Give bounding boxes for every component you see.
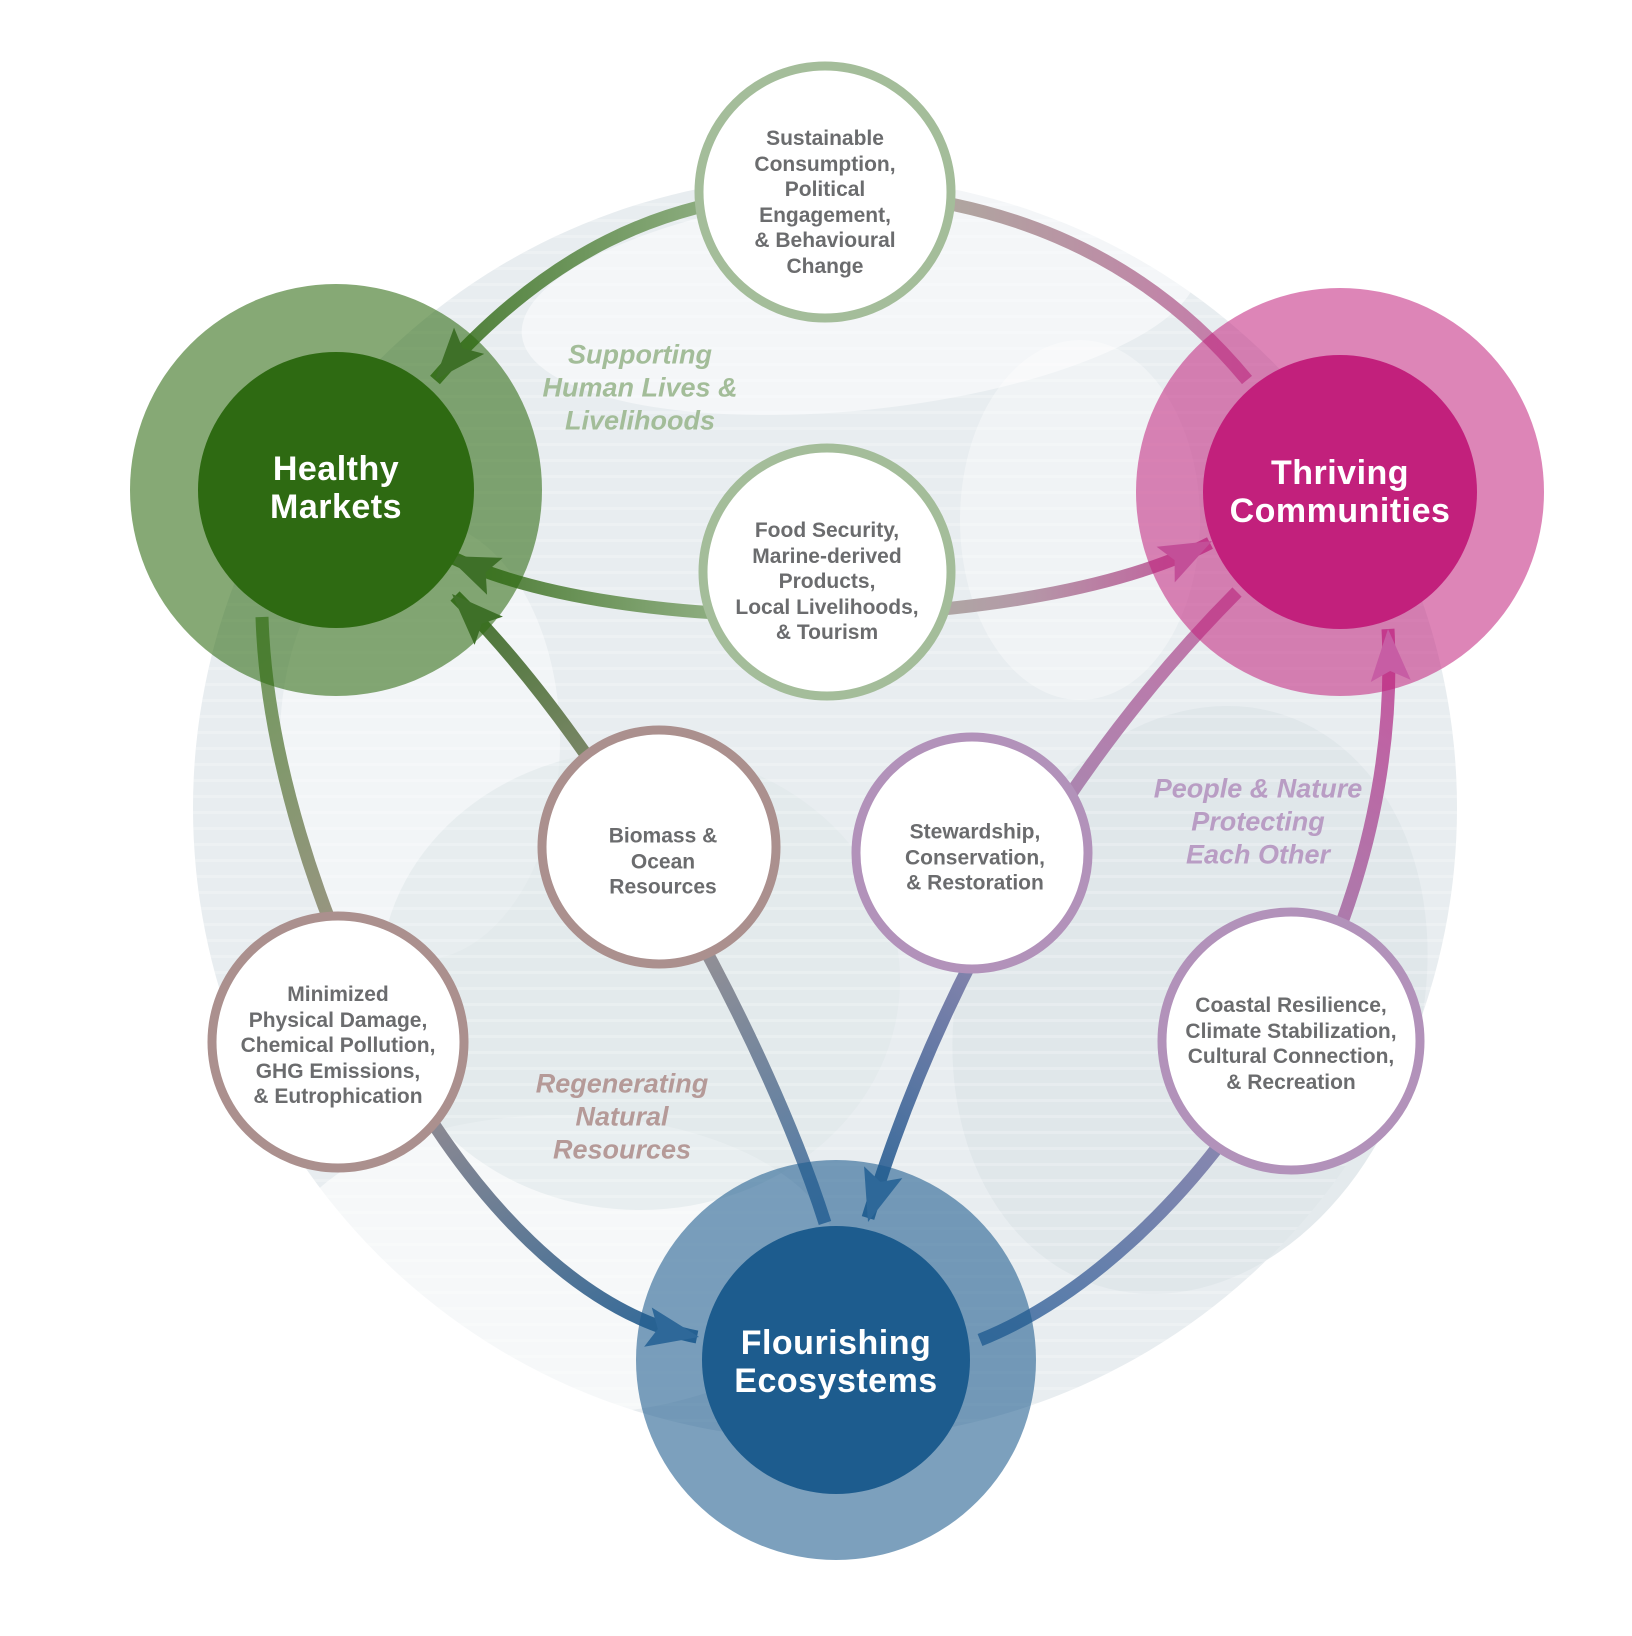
arrow-into-ecosystems-from-stewardship-icon xyxy=(864,1166,903,1222)
thriving-communities-hub-circle xyxy=(1203,355,1477,629)
arrow-into-markets-from-biomass-icon xyxy=(452,594,503,645)
arrow-into-ecosystems-from-minimized-icon xyxy=(644,1307,699,1347)
healthy-markets-hub-circle xyxy=(198,352,474,628)
flow-arrowheads xyxy=(435,327,1411,1347)
regenerating-resources-flow-label: Regenerating Natural Resources xyxy=(535,1068,709,1165)
arrow-into-communities-from-coastal-icon xyxy=(1370,629,1411,682)
biomass-node-circle xyxy=(537,725,781,969)
flourishing-ecosystems-label: Flourishing Ecosystems xyxy=(734,1323,938,1400)
minimized-damage-node-circle xyxy=(207,911,469,1173)
arrow-into-markets-from-food-icon xyxy=(447,556,503,595)
coastal-resilience-label: Coastal Resilience, Climate Stabilizatio… xyxy=(1185,993,1397,1094)
thriving-communities-label: Thriving Communities xyxy=(1229,453,1451,530)
arrow-into-communities-from-food-icon xyxy=(1156,541,1212,583)
coastal-resilience-node-circle xyxy=(1157,907,1425,1175)
healthy-markets-label: Healthy Markets xyxy=(269,449,403,526)
food-security-label: Food Security, Marine-derived Products, … xyxy=(735,518,919,645)
minimized-damage-label: Minimized Physical Damage, Chemical Poll… xyxy=(240,982,436,1109)
stewardship-node-circle xyxy=(851,732,1093,974)
supporting-lives-flow-label: Supporting Human Lives & Livelihoods xyxy=(542,339,738,436)
food-security-node-circle xyxy=(698,443,956,701)
people-nature-flow-label: People & Nature Protecting Each Other xyxy=(1153,773,1363,870)
biomass-label: Biomass & Ocean Resources xyxy=(608,824,718,899)
sustainable-consumption-node-circle xyxy=(694,61,956,323)
flourishing-ecosystems-hub-circle xyxy=(702,1226,970,1494)
arrow-into-markets-from-consumption-icon xyxy=(435,327,485,380)
stewardship-label: Stewardship, Conservation, & Restoration xyxy=(904,820,1046,895)
sustainable-consumption-label: Sustainable Consumption, Political Engag… xyxy=(754,127,896,279)
